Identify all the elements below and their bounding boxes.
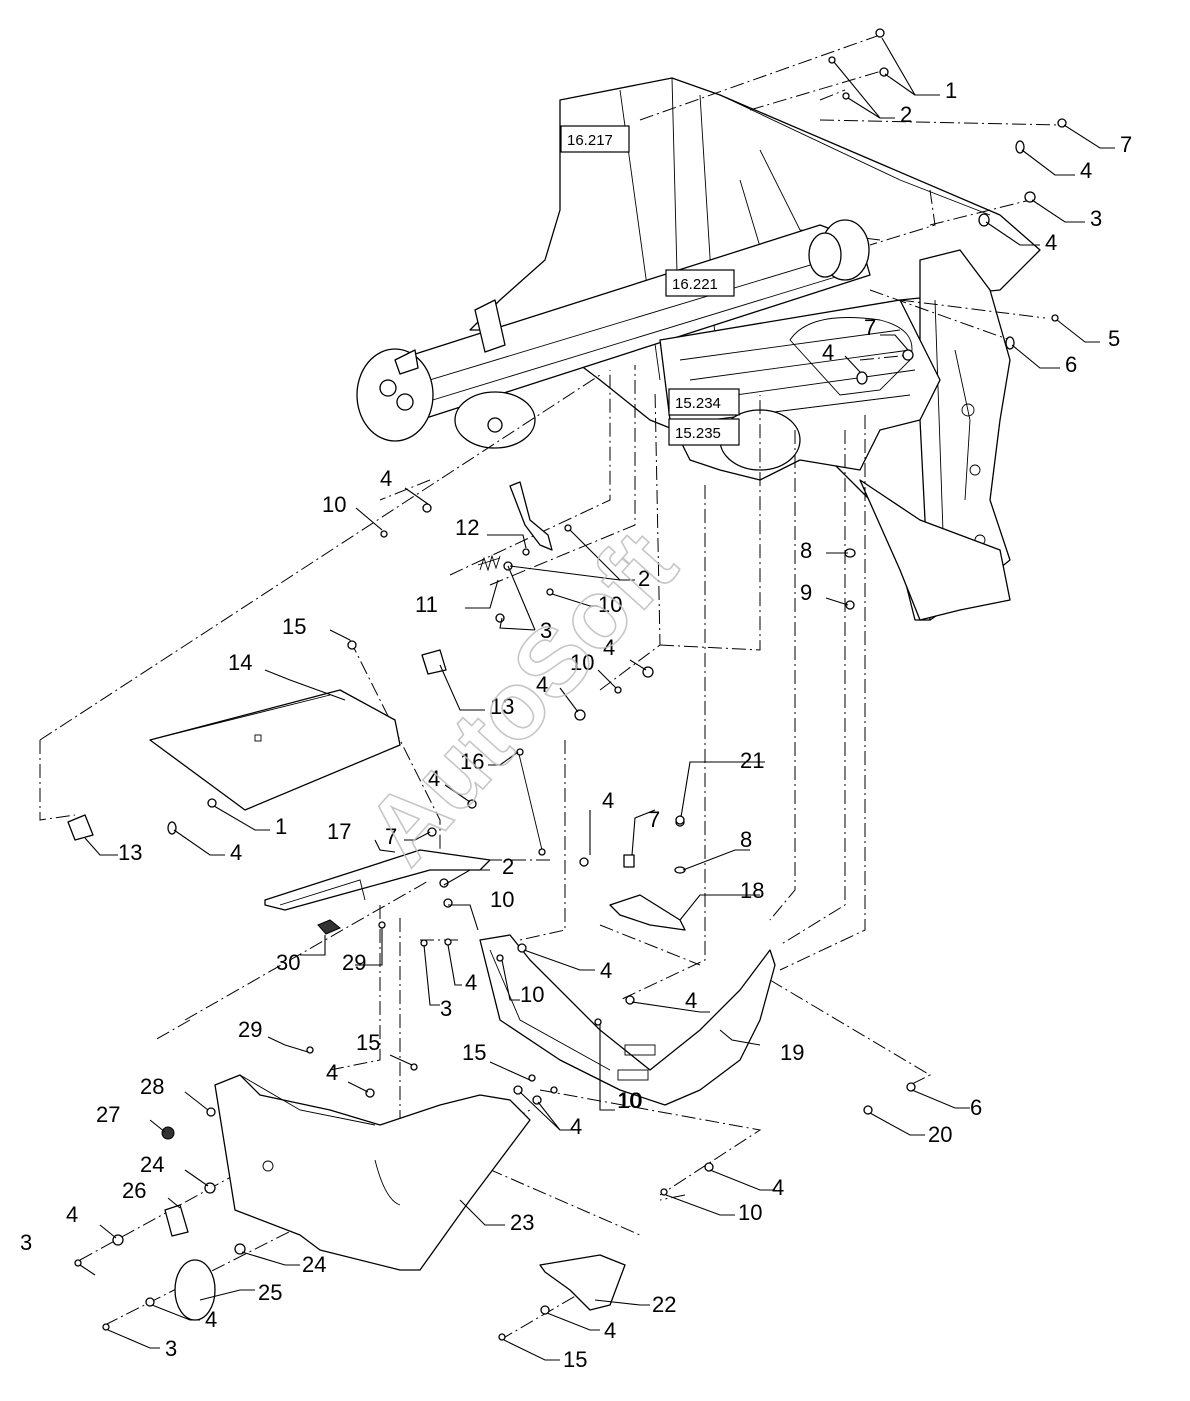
callout: 7 [1120, 132, 1132, 157]
ref-box-16-221 [665, 269, 735, 297]
callout: 4 [772, 1175, 784, 1200]
fasteners [74, 28, 1067, 1341]
ref-label-15-235: 15.235 [675, 425, 721, 442]
callout: 2 [502, 854, 514, 879]
callout: 4 [230, 840, 242, 865]
callout: 16 [460, 749, 484, 774]
mid-parts [67, 481, 776, 1321]
callout: 10 [570, 650, 594, 675]
callout: 7 [864, 315, 876, 340]
callout: 4 [66, 1202, 78, 1227]
callout: 14 [228, 650, 252, 675]
callout: 4 [380, 466, 392, 491]
callout: 10 [618, 1088, 642, 1113]
callout: 6 [970, 1095, 982, 1120]
callout: 29 [342, 950, 366, 975]
ref-label-15-234: 15.234 [675, 395, 721, 412]
callout: 22 [652, 1292, 676, 1317]
callout: 4 [326, 1060, 338, 1085]
callout: 13 [490, 694, 514, 719]
callout: 1 [275, 814, 287, 839]
callout: 27 [96, 1102, 120, 1127]
callout: 2 [638, 566, 650, 591]
callout: 10 [738, 1200, 762, 1225]
callout: 17 [327, 819, 351, 844]
ref-box-16-217 [560, 125, 630, 153]
reference-boxes: 16.217 16.221 15.234 15.235 [560, 125, 740, 446]
ref-label-16-217: 16.217 [567, 132, 613, 149]
callout: 4 [603, 635, 615, 660]
callout: 3 [20, 1230, 32, 1255]
callout: 5 [1108, 326, 1120, 351]
callout: 9 [800, 580, 812, 605]
callout: 4 [685, 988, 697, 1013]
callout: 15 [282, 614, 306, 639]
callout: 28 [140, 1074, 164, 1099]
callout: 15 [356, 1030, 380, 1055]
callout: 3 [440, 996, 452, 1021]
callout: 10 [598, 592, 622, 617]
callout: 3 [165, 1336, 177, 1361]
callout: 10 [520, 982, 544, 1007]
callout: 4 [536, 672, 548, 697]
callout: 6 [1065, 352, 1077, 377]
callout: 3 [540, 618, 552, 643]
callout: 30 [276, 950, 300, 975]
callout: 10 [617, 1088, 641, 1113]
callout: 4 [602, 788, 614, 813]
callout: 24 [302, 1252, 326, 1277]
callout: 15 [462, 1040, 486, 1065]
callout: 4 [205, 1307, 217, 1332]
callout: 12 [455, 515, 479, 540]
callout: 13 [118, 840, 142, 865]
callout: 25 [258, 1280, 282, 1305]
callout: 11 [415, 592, 438, 617]
callout-numbers: 1 2 7 4 3 4 5 6 7 4 4 10 12 2 10 3 11 8 … [20, 78, 1132, 1372]
callout: 4 [1045, 230, 1057, 255]
callout: 29 [238, 1017, 262, 1042]
callout: 8 [740, 827, 752, 852]
leader-lines [79, 37, 1115, 1361]
callout: 26 [122, 1178, 146, 1203]
callout: 4 [600, 958, 612, 983]
callout: 18 [740, 878, 764, 903]
callout: 19 [780, 1040, 804, 1065]
callout: 4 [822, 340, 834, 365]
callout: 4 [604, 1318, 616, 1343]
callout: 4 [1080, 158, 1092, 183]
ref-label-16-221: 16.221 [672, 276, 718, 293]
callout: 10 [322, 492, 346, 517]
main-frame-assembly [356, 77, 1041, 621]
callout: 2 [900, 102, 912, 127]
callout: 3 [1090, 206, 1102, 231]
callout: 4 [428, 766, 440, 791]
callout: 7 [385, 824, 397, 849]
callout: 4 [465, 970, 477, 995]
callout: 1 [945, 78, 957, 103]
callout: 8 [800, 538, 812, 563]
ref-box-15-234 [668, 388, 740, 416]
callout: 15 [563, 1347, 587, 1372]
callout: 20 [928, 1122, 952, 1147]
callout: 23 [510, 1210, 534, 1235]
ref-box-15-235 [668, 418, 740, 446]
callout: 4 [570, 1114, 582, 1139]
callout: 7 [648, 807, 660, 832]
callout: 21 [740, 748, 764, 773]
callout: 24 [140, 1152, 164, 1177]
callout: 10 [490, 887, 514, 912]
